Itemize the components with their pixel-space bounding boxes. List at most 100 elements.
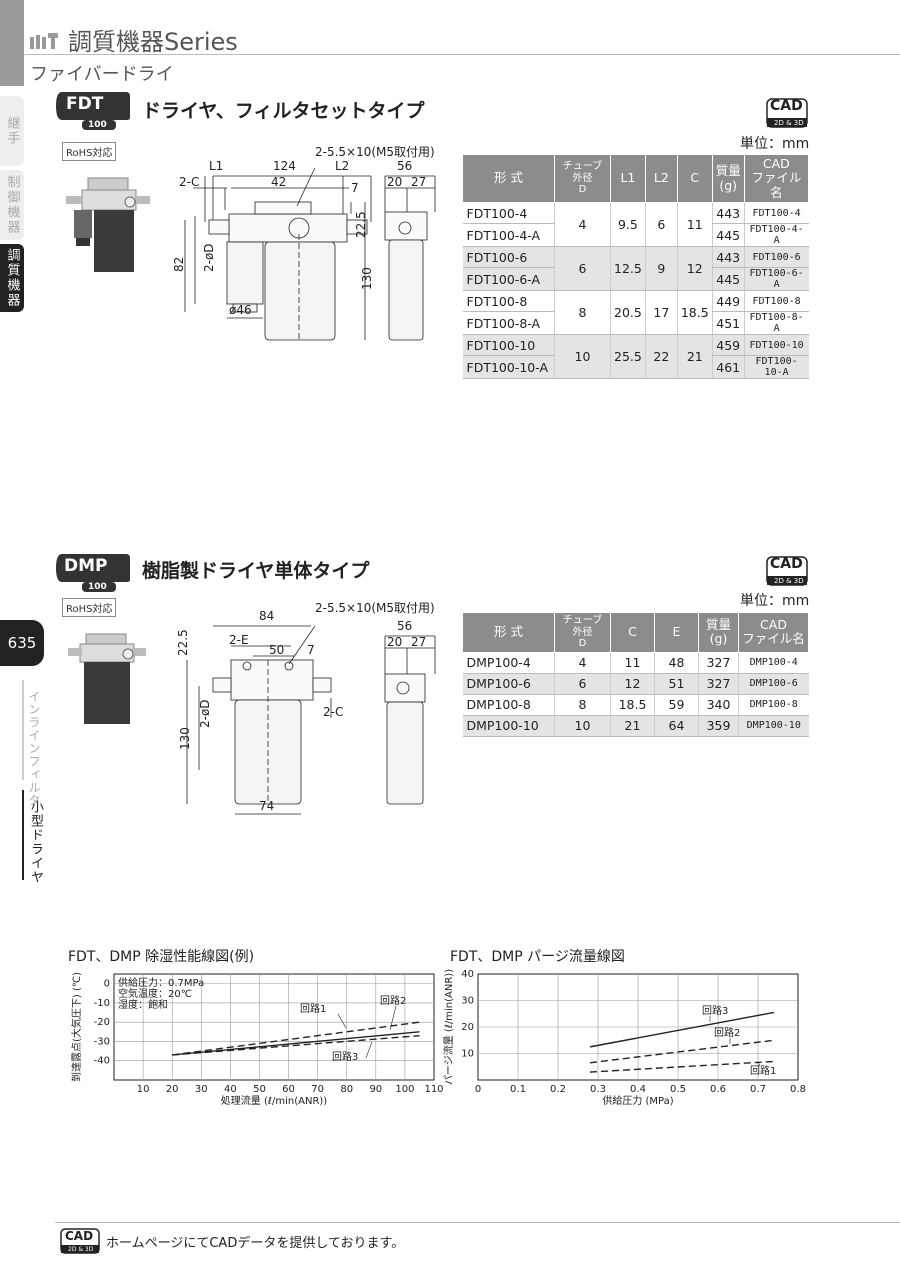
footer-divider (55, 1222, 900, 1223)
side-label-small-dryer[interactable]: 小型ドライヤ (28, 800, 43, 884)
page-title-text: 調質機器Series (68, 28, 238, 56)
series-label: 回路2 (714, 1026, 740, 1039)
cell-cad-link[interactable]: FDT100-10-A (743, 355, 809, 380)
series-label-leader (365, 1041, 373, 1059)
fdt-cad-logo-icon[interactable] (766, 98, 808, 128)
series-logo-icon (30, 33, 58, 49)
cell-mass: 359 (698, 715, 739, 737)
cell-mass: 340 (698, 694, 739, 716)
cell-mass: 449 (711, 290, 745, 313)
fdt-th-model: 形 式 (462, 153, 555, 204)
cell-mass: 459 (711, 334, 745, 357)
dmp-dimension-drawing: 84 2-5.5×10(M5取付用) 56 22.5 2-E 50 7 20 2… (176, 601, 436, 815)
cell-C: 11 (610, 652, 655, 674)
chart-condition: 供給圧力：0.7MPa (118, 976, 204, 989)
cell-cad-link[interactable]: FDT100-4-A (743, 223, 809, 248)
dmp-dim-84: 84 (259, 609, 274, 623)
series-line-2 (589, 1039, 775, 1064)
series-label: 回路3 (702, 1004, 728, 1017)
cell-tube: 4 (554, 202, 611, 248)
cell-C: 12 (610, 673, 655, 695)
x-tick-label: 20 (166, 1084, 179, 1095)
dmp-th-C: C (610, 612, 655, 653)
cell-mass: 327 (698, 652, 739, 674)
fdt-th-mass: 質量 (g) (711, 153, 745, 204)
cell-model: FDT100-8 (462, 290, 555, 313)
series-label-leader (337, 1013, 347, 1029)
cell-cad-link[interactable]: FDT100-8-A (743, 311, 809, 336)
x-tick-label: 0.4 (630, 1084, 646, 1095)
page-number: 635 (0, 620, 44, 666)
dmp-th-mass: 質量 (g) (698, 612, 739, 653)
fdt-dim-20: 20 (387, 175, 402, 189)
cell-tube: 4 (554, 652, 611, 674)
dmp-product-photo (68, 633, 146, 724)
cell-cad-link[interactable]: FDT100-8 (743, 290, 809, 313)
dmp-cad-logo-icon[interactable] (766, 556, 808, 586)
x-tick-label: 10 (137, 1084, 150, 1095)
cell-L1: 12.5 (610, 246, 646, 292)
dmp-spec-table: 形 式 チューブ外径 D C E 質量 (g) CAD ファイル名 DMP100… (462, 612, 809, 737)
chart-condition: 空気温度：20℃ (118, 987, 192, 1000)
series-label: 回路3 (332, 1050, 358, 1063)
dmp-dim-2phiD: 2-øD (198, 699, 212, 728)
cell-cad-link[interactable]: DMP100-6 (738, 673, 809, 695)
dmp-th-E: E (654, 612, 699, 653)
cell-mass: 451 (711, 311, 745, 336)
cell-cad-link[interactable]: FDT100-10 (743, 334, 809, 357)
cell-C: 18.5 (676, 290, 713, 336)
cell-cad-link[interactable]: FDT100-6 (743, 246, 809, 269)
table-row: FDT100-10-A 461 FDT100-10-A (462, 355, 809, 380)
dmp-badge (56, 554, 130, 592)
cell-E: 51 (654, 673, 699, 695)
x-tick-label: 0.1 (510, 1084, 526, 1095)
fdt-dimension-drawing: L1 124 L2 56 2-C 42 2-5.5×10(M5取付用) 7 20… (172, 145, 436, 341)
cell-cad-link[interactable]: DMP100-8 (738, 694, 809, 716)
cell-C: 18.5 (610, 694, 655, 716)
cell-C: 21 (676, 334, 713, 380)
cell-cad-link[interactable]: FDT100-6-A (743, 267, 809, 292)
fdt-th-L1: L1 (610, 153, 646, 204)
series-line-3 (172, 1031, 420, 1056)
side-tab-control-devices[interactable]: 制御機器 (0, 170, 24, 240)
fdt-th-L2: L2 (644, 153, 678, 204)
x-tick-label: 0.5 (670, 1084, 686, 1095)
footer-note: ホームページにてCADデータを提供しております。 (106, 1236, 405, 1251)
y-tick-label: -10 (94, 998, 110, 1009)
cell-cad-link[interactable]: DMP100-10 (738, 715, 809, 737)
side-tab-conditioning-devices[interactable]: 調質機器 (0, 244, 24, 312)
fdt-dim-mount: 2-5.5×10(M5取付用) (315, 145, 435, 159)
cell-E: 64 (654, 715, 699, 737)
cell-E: 48 (654, 652, 699, 674)
footer-cad-logo-icon[interactable] (60, 1228, 100, 1254)
cell-tube: 10 (554, 715, 611, 737)
footer-cad-logo-sub: 2D & 3D (68, 1246, 94, 1253)
side-label-inline-filter[interactable]: インラインフィルタ (27, 690, 41, 807)
fdt-cad-logo-text: CAD (770, 98, 803, 114)
y-tick-label: 20 (461, 1022, 474, 1033)
side-tab-fittings[interactable]: 継手 (0, 96, 24, 166)
cell-mass: 445 (711, 223, 745, 248)
purge-chart-title: FDT、DMP パージ流量線図 (450, 949, 625, 965)
table-row: FDT100-4-A 445 FDT100-4-A (462, 223, 809, 248)
x-tick-label: 30 (195, 1084, 208, 1095)
cell-cad-link[interactable]: DMP100-4 (738, 652, 809, 674)
cell-mass: 445 (711, 267, 745, 292)
x-tick-label: 50 (253, 1084, 266, 1095)
table-row: FDT100-4 4 9.5 6 11 443 FDT100-4 (462, 202, 809, 248)
dmp-dim-130: 130 (178, 727, 192, 750)
fdt-dim-82: 82 (172, 257, 186, 272)
fdt-dim-L1: L1 (209, 159, 223, 173)
cell-model: DMP100-6 (462, 673, 555, 695)
cell-cad-link[interactable]: FDT100-4 (743, 202, 809, 225)
fdt-dim-124: 124 (273, 159, 296, 173)
fdt-dim-27: 27 (411, 175, 426, 189)
x-tick-label: 40 (224, 1084, 237, 1095)
fdt-cad-logo-sub: 2D & 3D (774, 119, 804, 127)
cell-model: FDT100-6-A (462, 267, 555, 292)
fdt-dim-56: 56 (397, 159, 412, 173)
cell-mass: 443 (711, 202, 745, 225)
dmp-cad-logo-sub: 2D & 3D (774, 577, 804, 585)
y-axis-label: パージ流量 (ℓ/min(ANR)) (442, 969, 455, 1085)
